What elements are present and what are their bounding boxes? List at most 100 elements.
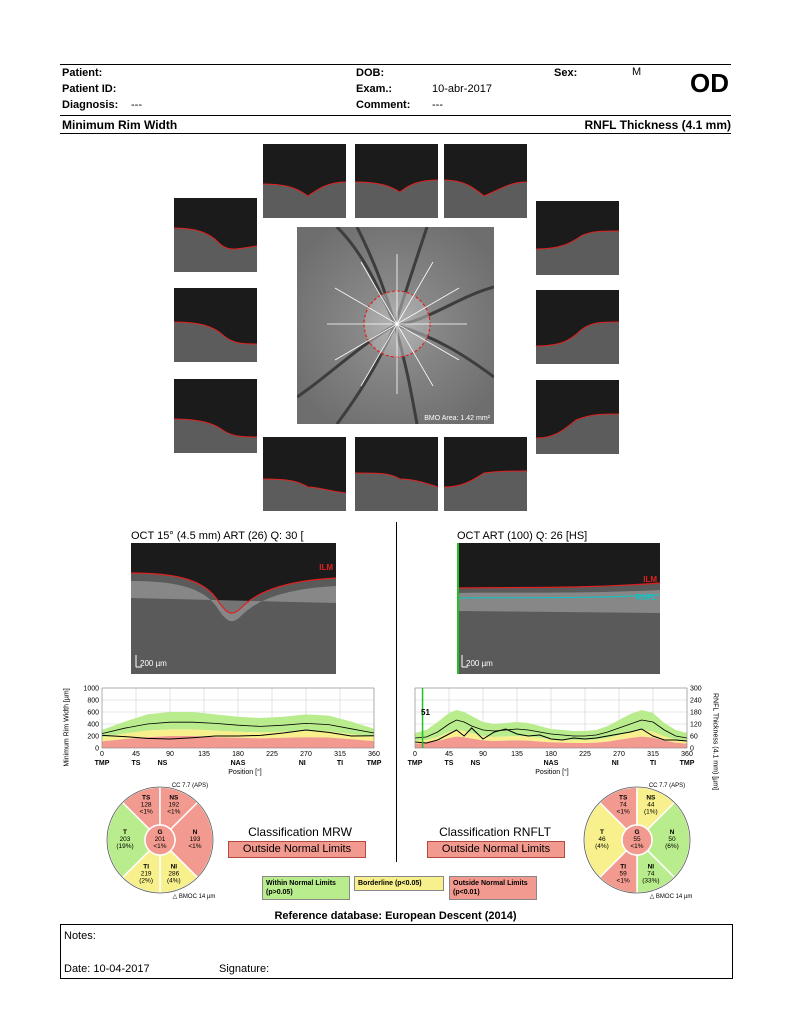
bmo-area-label: BMO Area: 1.42 mm² <box>424 415 490 422</box>
sector-ns-text: (1%) <box>644 809 658 816</box>
sector-ti-text: (2%) <box>139 877 153 884</box>
y-tick-label: 300 <box>690 686 702 693</box>
legend-borderline: Borderline (p<0.05) <box>354 876 444 891</box>
bscan-ilm-line <box>355 472 438 488</box>
outside-band <box>415 736 687 748</box>
y-tick-label: 60 <box>690 734 698 741</box>
sector-label: NI <box>299 760 306 767</box>
bscan-thumbnail <box>263 144 346 218</box>
scan-lines <box>327 254 467 394</box>
rnfl-section-title: RNFL Thickness (4.1 mm) <box>584 118 731 132</box>
x-tick-label: 180 <box>232 751 244 758</box>
sector-label: TMP <box>95 760 110 767</box>
sector-ts-text: TS <box>142 795 151 802</box>
rnflt-classification-result: Outside Normal Limits <box>427 841 565 858</box>
sector-label: NS <box>471 760 481 767</box>
x-tick-label: 360 <box>681 751 693 758</box>
bscan-thumbnail <box>536 380 619 454</box>
diagnosis-value: --- <box>131 99 142 111</box>
sector-ts-text: TS <box>619 795 628 802</box>
x-tick-label: 225 <box>579 751 591 758</box>
y-tick-label: 600 <box>87 710 99 717</box>
sector-label: TMP <box>367 760 382 767</box>
sector-ns-text: NS <box>646 795 656 802</box>
mrw-sector-chart: TS128<1%NS192<1%N193<1%NI286(4%)TI219(2%… <box>106 783 215 900</box>
oct-right-rnfl-label: RNFL <box>635 593 657 602</box>
bscan-svg <box>174 227 257 272</box>
bscan-tissue <box>536 231 619 275</box>
dob-label: DOB: <box>356 67 385 79</box>
sector-ni-text: 286 <box>168 870 179 877</box>
mrw-classification-result: Outside Normal Limits <box>228 841 366 858</box>
oct-left-title: OCT 15° (4.5 mm) ART (26) Q: 30 [ <box>131 530 304 542</box>
bscan-ilm-line <box>174 321 257 345</box>
bscan-tissue <box>263 479 346 511</box>
bscan-svg <box>536 413 619 454</box>
fundus-image: BMO Area: 1.42 mm² <box>297 227 494 424</box>
sector-ni-text: (4%) <box>167 877 181 884</box>
sector-t-text: (4%) <box>595 843 609 850</box>
y-tick-label: 120 <box>690 722 702 729</box>
sector-ns-text: 44 <box>647 802 655 809</box>
series-line <box>414 719 688 739</box>
sector-label: TMP <box>408 760 423 767</box>
sector-n-text: 50 <box>668 836 676 843</box>
sector-ti-text: 219 <box>141 870 152 877</box>
bscan-ilm-line <box>263 181 346 197</box>
y-tick-label: 1000 <box>83 686 99 693</box>
sector-outline <box>583 786 691 894</box>
x-tick-label: 360 <box>368 751 380 758</box>
sector-n-text: <1% <box>188 843 201 850</box>
sector-label: TS <box>445 760 454 767</box>
y-tick-label: 0 <box>95 746 99 753</box>
sector-top-label: CC 7.7 (APS) <box>172 783 208 789</box>
vessels <box>297 227 494 424</box>
date-label: Date: 10-04-2017 <box>64 963 150 975</box>
x-tick-label: 315 <box>334 751 346 758</box>
sector-g-text: 201 <box>155 836 166 843</box>
sector-ti-text: TI <box>143 863 149 870</box>
normal-band <box>102 712 374 738</box>
sector-ni-text: (33%) <box>642 877 659 884</box>
x-tick-label: 270 <box>300 751 312 758</box>
mrw-section-title: Minimum Rim Width <box>62 118 178 132</box>
x-tick-label: 225 <box>266 751 278 758</box>
sector-ni-text: NI <box>171 863 178 870</box>
sector-t-text: (19%) <box>116 843 133 850</box>
bscan-thumbnail <box>174 198 257 272</box>
oct-left-ilm-label: ILM <box>319 563 333 572</box>
sector-g-text: G <box>157 829 162 836</box>
sector-ti-text: TI <box>620 863 626 870</box>
sector-label: NS <box>158 760 168 767</box>
notes-label: Notes: <box>64 930 96 942</box>
oct-left-image: ILM 200 µm <box>131 543 336 674</box>
oct-right-svg <box>457 543 660 674</box>
sector-t-text: T <box>123 829 127 836</box>
diagnosis-label: Diagnosis: <box>62 99 119 111</box>
bscan-ilm-line <box>355 179 438 193</box>
sector-n-text: 193 <box>190 836 201 843</box>
bscan-svg <box>263 478 346 511</box>
sector-g <box>621 824 653 856</box>
mrw-xlabel: Position [°] <box>228 769 262 776</box>
center-divider <box>396 522 397 862</box>
bscan-ilm-line <box>536 230 619 250</box>
rnfl-sector-chart: TS74<1%NS44(1%)N50(6%)NI74(33%)TI59<1%T4… <box>583 783 692 900</box>
bscan-svg <box>536 230 619 275</box>
sector-outline <box>106 786 214 894</box>
y-tick-label: 240 <box>690 698 702 705</box>
fundus-svg <box>297 227 494 424</box>
oct-left-scale: 200 µm <box>140 659 167 668</box>
plot-frame <box>414 687 688 749</box>
bscan-tissue <box>263 182 346 218</box>
patient-label: Patient: <box>62 67 103 79</box>
sector-n-text: N <box>193 829 198 836</box>
bscan-svg <box>355 179 438 218</box>
sector-ns-text: <1% <box>167 809 180 816</box>
sector-t-text: T <box>600 829 604 836</box>
sector-ts-text: 128 <box>141 802 152 809</box>
signature-label: Signature: <box>219 963 270 975</box>
sector-g <box>144 824 176 856</box>
bscan-svg <box>444 179 527 218</box>
